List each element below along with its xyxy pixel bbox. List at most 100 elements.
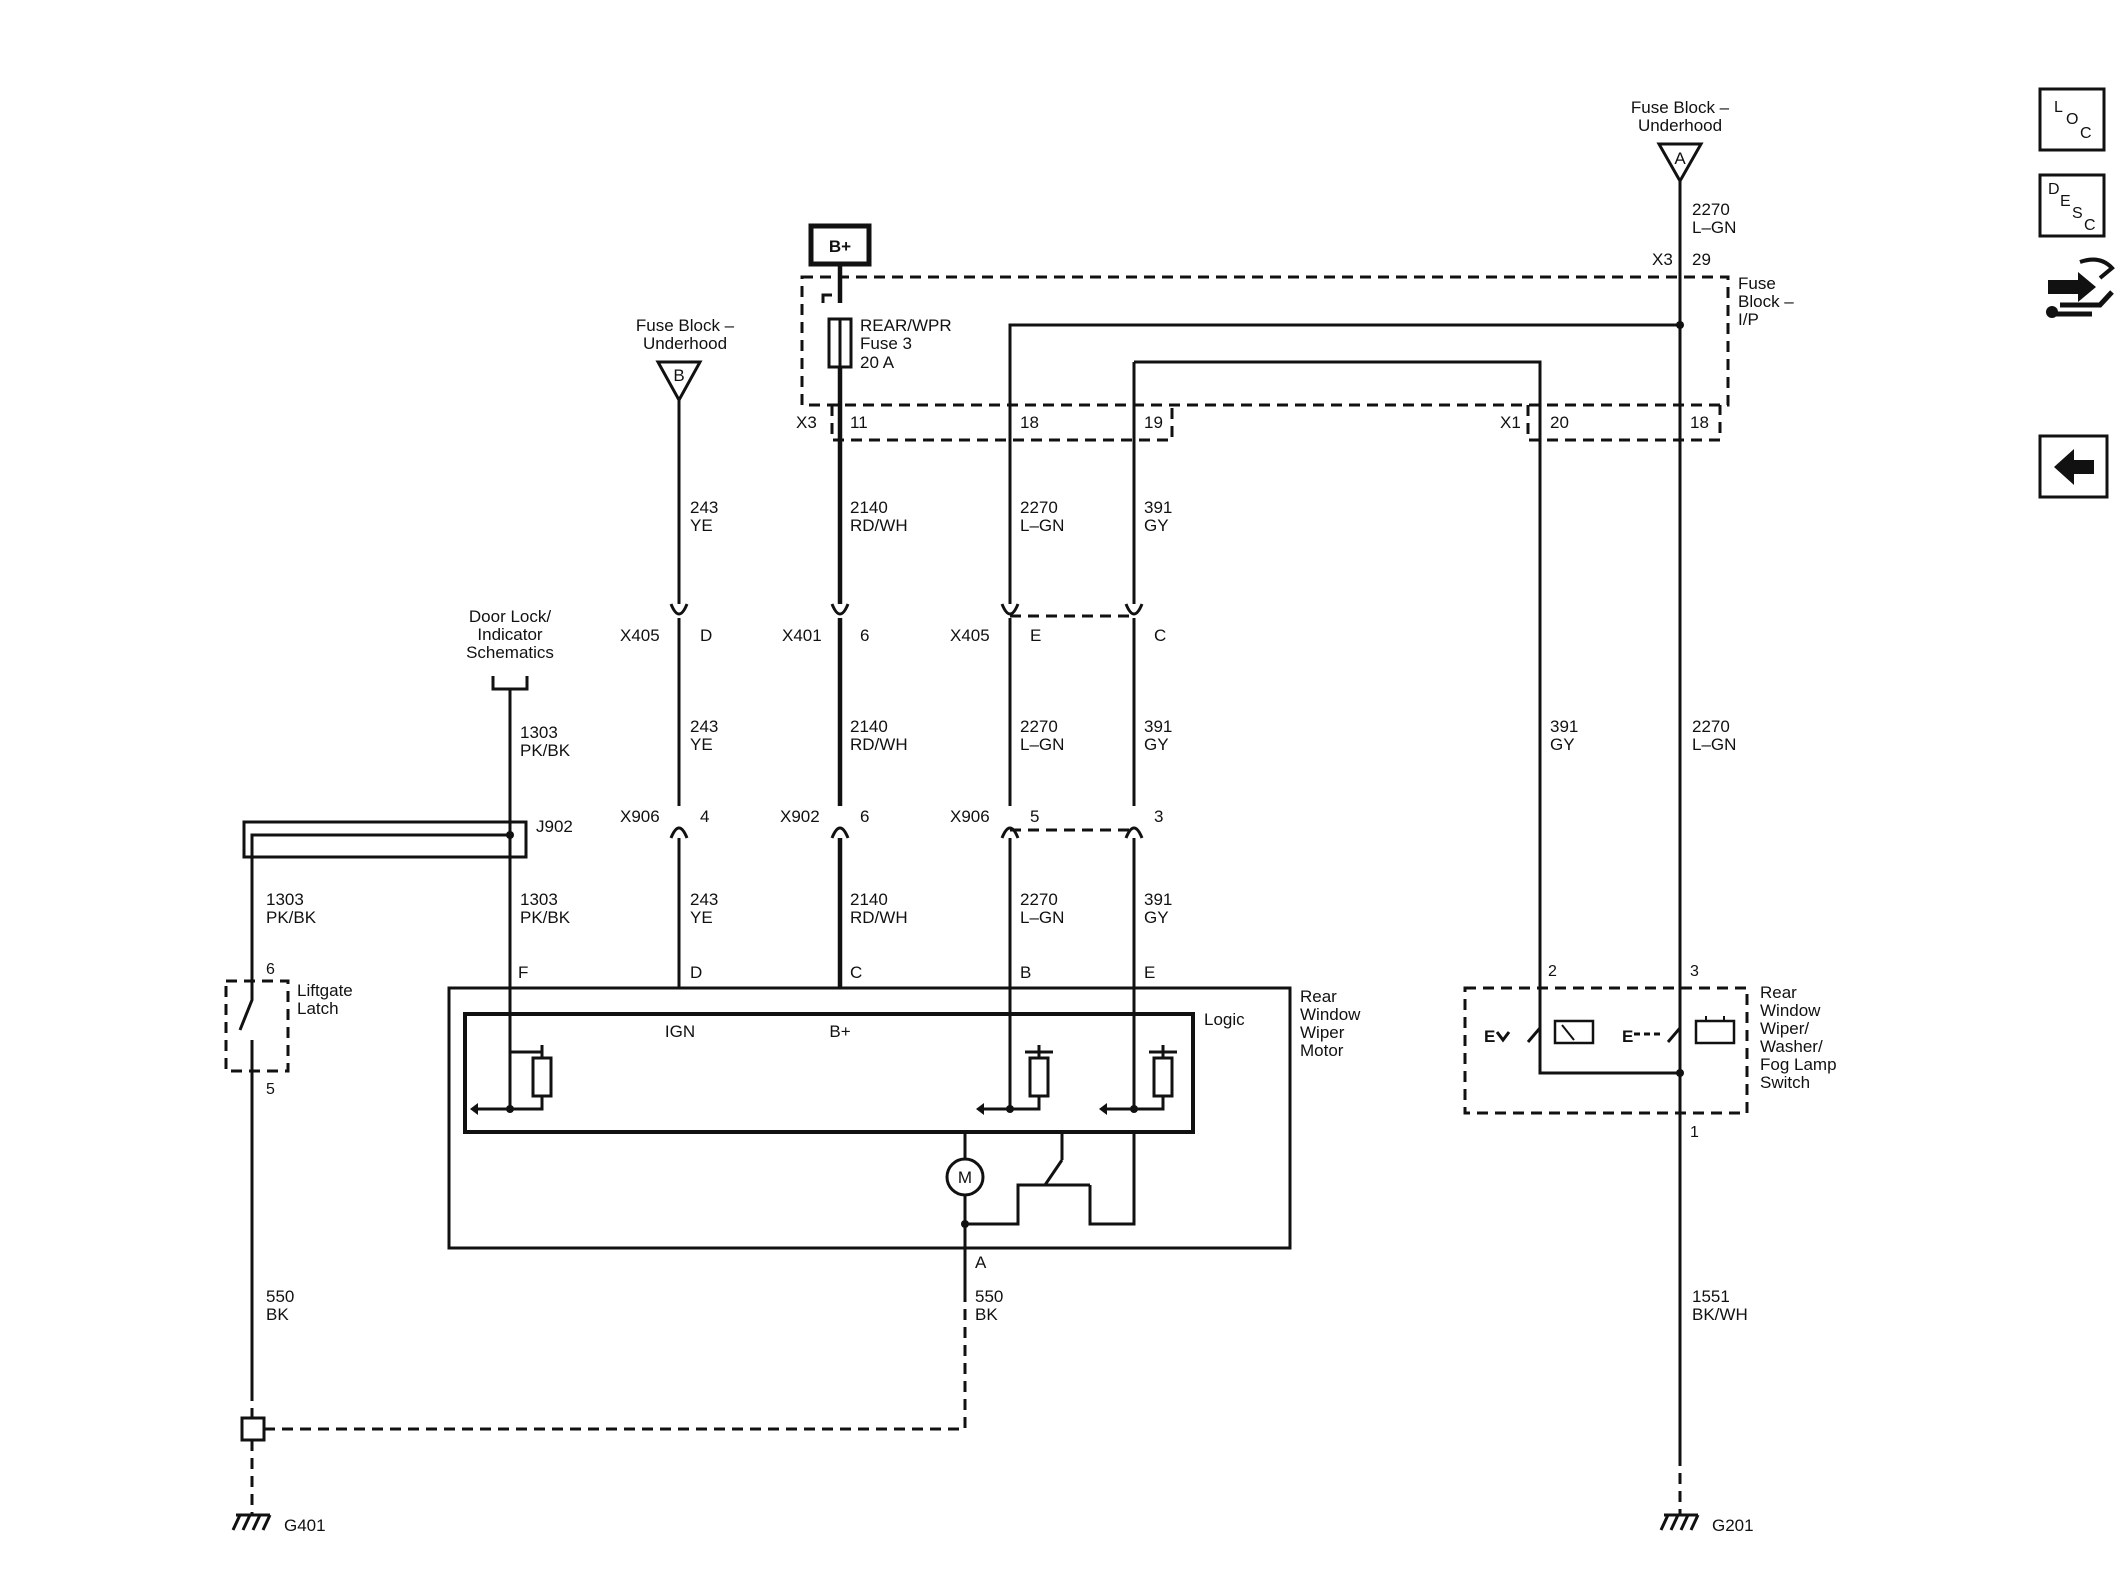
diagram-label: X401 [782, 626, 822, 645]
connector-x405-ec [1000, 603, 1144, 806]
diagram-label: Latch [297, 999, 339, 1018]
diagram-label: 6 [860, 626, 869, 645]
diagram-label: 5 [1030, 807, 1039, 826]
diagram-label: Fuse Block – [1631, 98, 1730, 117]
connector-tool-icon[interactable] [2046, 257, 2115, 318]
diagram-label: L–GN [1020, 908, 1064, 927]
diagram-label: C [2084, 217, 2096, 234]
diagram-label: X1 [1500, 413, 1521, 432]
diagram-label: X902 [780, 807, 820, 826]
diagram-label: RD/WH [850, 516, 908, 535]
diagram-label: C [2080, 125, 2092, 142]
diagram-label: D [700, 626, 712, 645]
diagram-label: Fuse [1738, 274, 1776, 293]
back-arrow-icon [2054, 449, 2094, 485]
bplus-source: B+ [808, 223, 872, 267]
desc-button[interactable]: D E S C [2038, 173, 2106, 238]
diagram-label: 1 [1690, 1124, 1699, 1141]
diagram-label: L–GN [1020, 735, 1064, 754]
back-button[interactable] [2038, 434, 2109, 499]
diagram-label: 550 [975, 1287, 1003, 1306]
diagram-label: 243 [690, 717, 718, 736]
diagram-label: 3 [1690, 963, 1699, 980]
diagram-label: 391 [1144, 717, 1172, 736]
diagram-label: 20 A [860, 353, 895, 372]
diagram-label: 1551 [1692, 1287, 1730, 1306]
diagram-label: 5 [266, 1081, 275, 1098]
diagram-label: YE [690, 516, 713, 535]
diagram-label: 2140 [850, 717, 888, 736]
diagram-label: X405 [620, 626, 660, 645]
diagram-label: F [518, 963, 528, 982]
diagram-label: RD/WH [850, 735, 908, 754]
diagram-label: C [1154, 626, 1166, 645]
diagram-label: X3 [796, 413, 817, 432]
diagram-label: X405 [950, 626, 990, 645]
diagram-label: 2270 [1020, 890, 1058, 909]
diagram-label: J902 [536, 817, 573, 836]
diagram-label: Washer/ [1760, 1037, 1823, 1056]
diagram-label: 6 [860, 807, 869, 826]
diagram-label: 29 [1692, 250, 1711, 269]
diagram-label: 391 [1550, 717, 1578, 736]
diagram-label: L [2054, 99, 2063, 116]
diagram-label: L–GN [1692, 218, 1736, 237]
diagram-label: 18 [1020, 413, 1039, 432]
diagram-label: Underhood [1638, 116, 1722, 135]
loc-button[interactable]: L O C [2038, 87, 2106, 152]
rear-wiper-motor: Rear Window Wiper Motor Logic IGN B+ M [447, 986, 1361, 1300]
diagram-label: 2 [1548, 963, 1557, 980]
diagram-label: Fuse Block – [636, 316, 735, 335]
diagram-label: 6 [266, 961, 275, 978]
diagram-label: C [850, 963, 862, 982]
diagram-label: B [1020, 963, 1031, 982]
connector-x906-4 [669, 826, 689, 988]
diagram-label: 391 [1144, 498, 1172, 517]
connector-x401 [830, 603, 850, 806]
diagram-label: GY [1144, 735, 1169, 754]
diagram-label: PK/BK [520, 908, 571, 927]
diagram-label: E [1144, 963, 1155, 982]
diagram-label: Rear [1300, 987, 1337, 1006]
diagram-label: 2270 [1692, 717, 1730, 736]
diagram-label: B+ [829, 237, 851, 256]
diagram-label: G401 [284, 1516, 326, 1535]
diagram-label: X906 [950, 807, 990, 826]
diagram-label: 2270 [1020, 498, 1058, 517]
diagram-label: X3 [1652, 250, 1673, 269]
diagram-label: 11 [850, 413, 868, 432]
ground-g201: G201 [1659, 1513, 1754, 1535]
diagram-label: D [2048, 181, 2060, 198]
diagram-label: 1303 [520, 890, 558, 909]
diagram-label: 2140 [850, 890, 888, 909]
diagram-label: L–GN [1692, 735, 1736, 754]
diagram-label: E [1622, 1027, 1633, 1046]
diagram-label: GY [1144, 516, 1169, 535]
diagram-label: I/P [1738, 310, 1759, 329]
diagram-label: Fuse 3 [860, 334, 912, 353]
fuse-rear-wpr: REAR/WPR Fuse 3 20 A [821, 293, 952, 372]
diagram-label: Underhood [643, 334, 727, 353]
diagram-label: Schematics [466, 643, 554, 662]
diagram-label: S [2072, 205, 2083, 222]
diagram-label: L–GN [1020, 516, 1064, 535]
fuse-block-underhood-left: Fuse Block – Underhood B [636, 316, 735, 404]
diagram-label: IGN [665, 1022, 695, 1041]
diagram-label: 550 [266, 1287, 294, 1306]
diagram-label: YE [690, 908, 713, 927]
diagram-label: GY [1144, 908, 1169, 927]
diagram-label: Logic [1204, 1010, 1245, 1029]
diagram-label: X906 [620, 807, 660, 826]
ground-g401: G401 [231, 1513, 326, 1535]
fuse-block-ip: Fuse Block – I/P [800, 274, 1794, 442]
diagram-label: Window [1760, 1001, 1821, 1020]
diagram-label: 19 [1144, 413, 1163, 432]
diagram-label: B [673, 366, 684, 385]
diagram-label: E [1484, 1027, 1495, 1046]
diagram-label: PK/BK [266, 908, 317, 927]
diagram-label: PK/BK [520, 741, 571, 760]
connector-x902 [830, 826, 850, 988]
diagram-label: D [690, 963, 702, 982]
diagram-label: Motor [1300, 1041, 1344, 1060]
